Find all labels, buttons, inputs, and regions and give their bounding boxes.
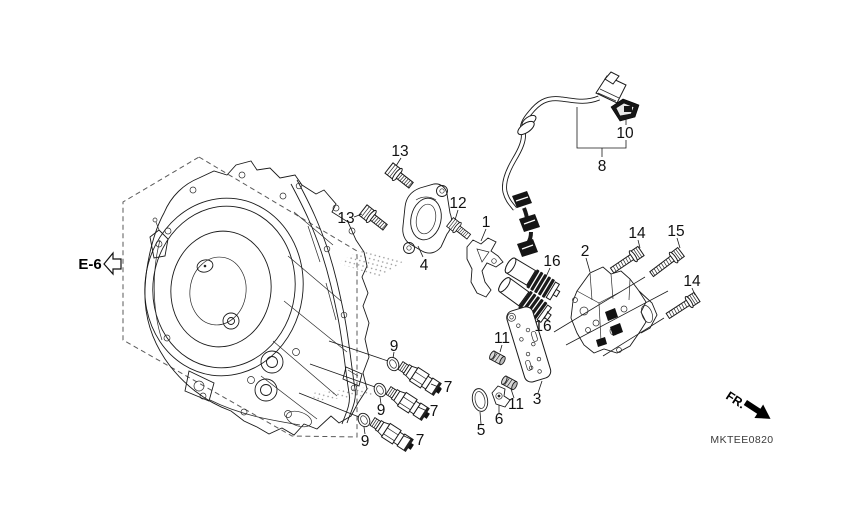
callout-6: 6	[495, 411, 504, 428]
callout-9-bottom: 9	[361, 433, 370, 450]
callout-13-top: 13	[391, 143, 408, 160]
dowel-11-upper	[489, 350, 506, 366]
o-ring-5	[471, 388, 489, 412]
callout-5: 5	[477, 422, 486, 439]
callout-9-mid: 9	[377, 402, 386, 419]
callout-13-left: 13	[337, 210, 354, 227]
fr-direction-indicator: FR.	[723, 389, 771, 419]
stipple-strip	[312, 387, 373, 401]
sensor-7-mid	[385, 386, 430, 421]
callout-8: 8	[598, 158, 607, 175]
bolt-axis-line-3	[602, 317, 665, 357]
callout-11-lower: 11	[508, 396, 524, 413]
fr-label: FR.	[723, 389, 748, 412]
callout-1: 1	[482, 214, 491, 231]
sensor-7-bottom	[369, 417, 414, 452]
section-ref-arrow-icon	[103, 251, 122, 276]
section-ref-e6: E-6	[78, 251, 122, 276]
solenoid-16-upper	[504, 257, 561, 301]
callout-leader-lines	[353, 157, 696, 441]
leader-sensor-top	[328, 340, 389, 362]
o-ring-9-bottom	[357, 412, 371, 428]
callout-15: 15	[667, 223, 684, 240]
wire-harness-8	[502, 71, 627, 257]
leader-sensor-mid	[309, 363, 376, 388]
bolt-13-left	[358, 204, 388, 231]
leader-8-10	[576, 107, 627, 157]
stipple-patch	[338, 249, 404, 277]
harness-terminals	[512, 191, 540, 257]
bolt-13-top	[384, 162, 414, 189]
fr-arrow-icon	[743, 400, 771, 419]
callout-7-mid: 7	[430, 403, 439, 420]
callout-16-lower: 16	[534, 318, 551, 335]
bolt-14-lower	[665, 291, 701, 320]
callout-16-upper: 16	[543, 253, 560, 270]
dowel-11-lower	[501, 375, 518, 391]
bolt-axis-line-2	[565, 290, 669, 346]
valve-body-2	[570, 266, 658, 354]
o-ring-9-top	[386, 356, 400, 372]
bolt-axis-line-1	[553, 276, 646, 333]
bolt-15	[649, 246, 686, 278]
callout-7-bottom: 7	[416, 432, 425, 449]
bolt-12	[446, 217, 472, 240]
callout-14-lower: 14	[683, 273, 701, 290]
sensor-7-top	[397, 361, 442, 396]
joint-6	[491, 385, 511, 408]
drawing-code: MKTEE0820	[710, 434, 773, 446]
callout-12: 12	[449, 195, 466, 212]
callout-3: 3	[533, 391, 542, 408]
callout-4: 4	[420, 257, 429, 274]
callout-10: 10	[616, 125, 634, 142]
connector-clip-10	[610, 98, 640, 122]
callout-14-upper: 14	[628, 225, 646, 242]
o-ring-9-mid	[373, 382, 387, 398]
callout-11-upper: 11	[494, 330, 510, 347]
harness-connector	[595, 71, 627, 104]
section-ref-label: E-6	[78, 256, 101, 273]
leader-sensor-bottom	[298, 392, 360, 418]
callout-7-top: 7	[444, 379, 453, 396]
callout-9-top: 9	[390, 338, 399, 355]
callout-2: 2	[581, 243, 590, 260]
engine-cover-drawing	[144, 160, 370, 436]
bracket-1	[466, 237, 504, 298]
gasket-plate-3	[506, 306, 552, 383]
bolt-14-upper	[609, 245, 645, 274]
cover-4	[402, 183, 453, 254]
section-boundary-dashed-border	[122, 156, 358, 438]
